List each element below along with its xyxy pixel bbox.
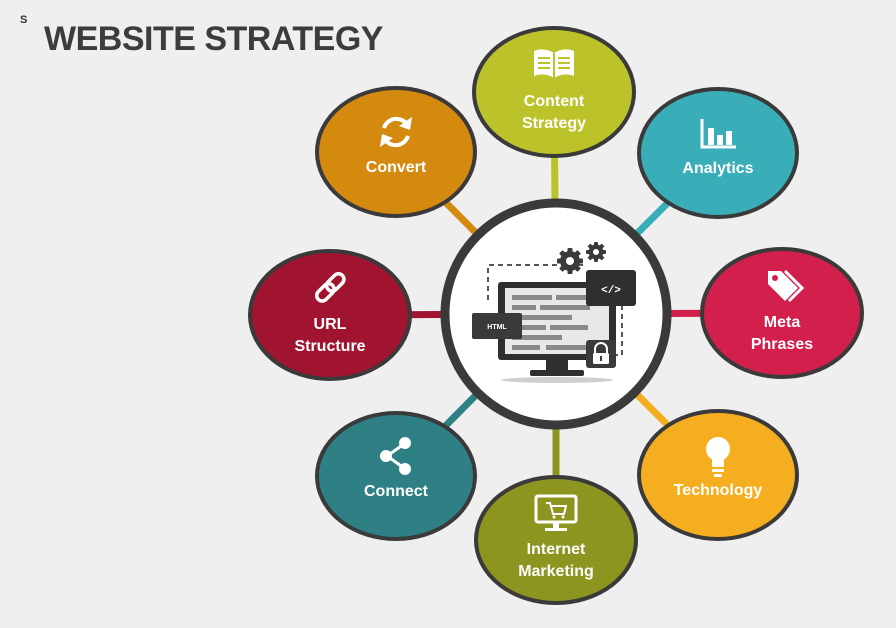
- node-convert: Convert: [315, 86, 477, 218]
- nodes: ContentStrategyAnalyticsMetaPhrasesTechn…: [248, 26, 864, 605]
- node-circle-internet-marketing: [474, 475, 638, 605]
- node-label-meta-phrases: Meta: [764, 314, 801, 331]
- html-tag: HTML: [472, 313, 522, 339]
- hub-illustration: HTML </>: [472, 242, 636, 383]
- code-tag-label: </>: [601, 285, 621, 297]
- page-title: WEBSITE STRATEGY: [44, 20, 383, 58]
- logo-mark: S: [20, 14, 28, 26]
- node-circle-meta-phrases: [700, 247, 864, 379]
- code-tag: </>: [586, 270, 636, 306]
- node-circle-analytics: [637, 87, 799, 219]
- node-label-url-structure: Structure: [294, 338, 365, 355]
- node-analytics: Analytics: [637, 87, 799, 219]
- node-label-technology: Technology: [674, 482, 763, 499]
- node-circle-content-strategy: [472, 26, 636, 158]
- node-label-meta-phrases: Phrases: [751, 336, 813, 353]
- node-url-structure: URL Structure: [248, 249, 412, 381]
- tags-icon: [768, 269, 805, 303]
- dashed-line-top: [487, 264, 583, 300]
- link-icon: [314, 271, 346, 303]
- node-label-connect: Connect: [364, 483, 429, 500]
- node-circle-connect: [315, 411, 477, 541]
- lightbulb-icon: [706, 437, 730, 477]
- refresh-icon: [380, 116, 412, 148]
- node-label-analytics: Analytics: [682, 160, 753, 177]
- node-label-convert: Convert: [366, 159, 427, 176]
- share-icon: [380, 437, 411, 475]
- node-circle-url-structure: [248, 249, 412, 381]
- html-tag-label: HTML: [487, 324, 507, 331]
- node-connect: Connect: [315, 411, 477, 541]
- node-label-content-strategy: Strategy: [522, 115, 586, 132]
- node-label-internet-marketing: Internet: [527, 541, 586, 558]
- node-label-content-strategy: Content: [524, 93, 585, 110]
- gear-icon: [557, 248, 583, 274]
- node-technology: Technology: [637, 409, 799, 541]
- lock-icon: [586, 340, 616, 368]
- node-label-url-structure: URL: [314, 316, 347, 333]
- monitor-cart-icon: [534, 494, 578, 531]
- bar-chart-icon: [700, 119, 736, 149]
- node-circle-convert: [315, 86, 477, 218]
- hub: HTML </>: [440, 198, 672, 430]
- gear-icon-small: [586, 242, 606, 262]
- book-icon: [534, 49, 574, 78]
- node-label-internet-marketing: Marketing: [518, 563, 594, 580]
